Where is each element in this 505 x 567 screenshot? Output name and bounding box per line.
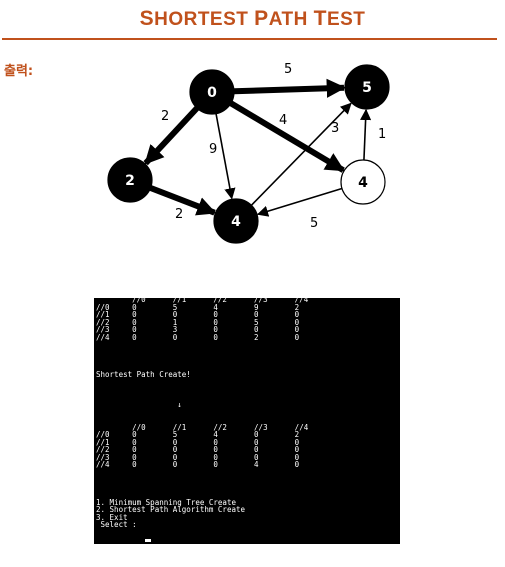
edge-n0-n4 [229, 100, 345, 173]
console-line: //0 //1 //2 //3 //4 [96, 298, 309, 304]
console-line: //2 0 0 0 0 0 [96, 445, 300, 454]
console-line: Shortest Path Create! [96, 370, 191, 379]
console-line [96, 409, 308, 417]
console-line [96, 484, 308, 492]
edge-weight-label: 1 [378, 127, 386, 142]
console-line: //0 //1 //2 //3 //4 [96, 422, 309, 432]
edge-weight-label: 2 [161, 109, 169, 124]
console-line: ↓ [96, 400, 182, 409]
edge-n4-n1 [360, 108, 372, 161]
console-line [96, 349, 308, 357]
edge-weight-label: 2 [175, 207, 183, 222]
console-output: //0 //1 //2 //3 //4//0 0 5 4 9 2//1 0 0 … [96, 298, 308, 529]
title-part: EST [326, 9, 366, 30]
console-line [96, 476, 308, 484]
graph-node [213, 198, 259, 244]
console-line: //4 0 0 0 2 0 [96, 332, 300, 342]
graph-node-label: 4 [231, 214, 241, 230]
console-line [96, 469, 308, 477]
console-line: //3 0 0 0 0 0 [96, 452, 300, 462]
console-line: 3. Exit [96, 512, 128, 522]
title-part: S [139, 7, 155, 30]
graph-node [107, 157, 153, 203]
title-part: T [313, 7, 327, 30]
title-part: HORTEST [154, 9, 255, 30]
edge-n0-n3 [215, 113, 236, 200]
console-line: //0 0 5 4 0 2 [96, 430, 300, 439]
title-part: ATH [268, 9, 314, 30]
console-line: //1 0 0 0 0 0 [96, 310, 300, 319]
edge-n4-n3 [256, 187, 343, 217]
console-cursor [145, 539, 151, 542]
graph-node [344, 64, 390, 110]
edge-weight-label: 5 [284, 62, 292, 77]
console-line: //1 0 0 0 0 0 [96, 437, 300, 447]
edge-weight-label: 3 [331, 121, 339, 136]
edge-n3-n1 [250, 102, 352, 206]
edge-n2-n3 [149, 185, 217, 216]
console-line: //0 0 5 4 9 2 [96, 302, 300, 312]
output-label: 출력: [4, 64, 34, 79]
graph-node [340, 159, 386, 205]
title-divider [2, 38, 497, 40]
edge-n0-n2 [143, 106, 200, 166]
console-line: 1. Minimum Spanning Tree Create [96, 497, 236, 507]
console-line: //4 0 0 0 4 0 [96, 460, 300, 469]
graph-node-label: 4 [358, 175, 368, 191]
console-window: //0 //1 //2 //3 //4//0 0 5 4 9 2//1 0 0 … [94, 298, 400, 544]
title-part: P [254, 7, 269, 30]
graph-node-label: 0 [207, 85, 217, 101]
graph-node-label: 5 [362, 80, 372, 96]
graph-node-label: 2 [125, 173, 135, 189]
console-line: //2 0 1 0 5 0 [96, 317, 300, 327]
console-line: Select : [96, 520, 142, 529]
edge-weight-label: 4 [279, 113, 287, 128]
edge-n0-n1 [233, 78, 346, 98]
console-line [96, 341, 308, 349]
console-line [96, 379, 308, 387]
edge-weight-label: 5 [310, 216, 318, 231]
shortest-path-graph: 5 2 9 4 2 3 1 5 0 5 2 4 4 [107, 62, 390, 244]
edge-weight-label: 9 [209, 142, 217, 157]
console-line: //3 0 3 0 0 0 [96, 325, 300, 334]
console-line [96, 356, 308, 364]
page-title: SHORTEST PATH TEST [0, 7, 505, 31]
graph-node [189, 69, 235, 115]
console-line [96, 386, 308, 394]
console-line: 2. Shortest Path Algorithm Create [96, 505, 246, 514]
